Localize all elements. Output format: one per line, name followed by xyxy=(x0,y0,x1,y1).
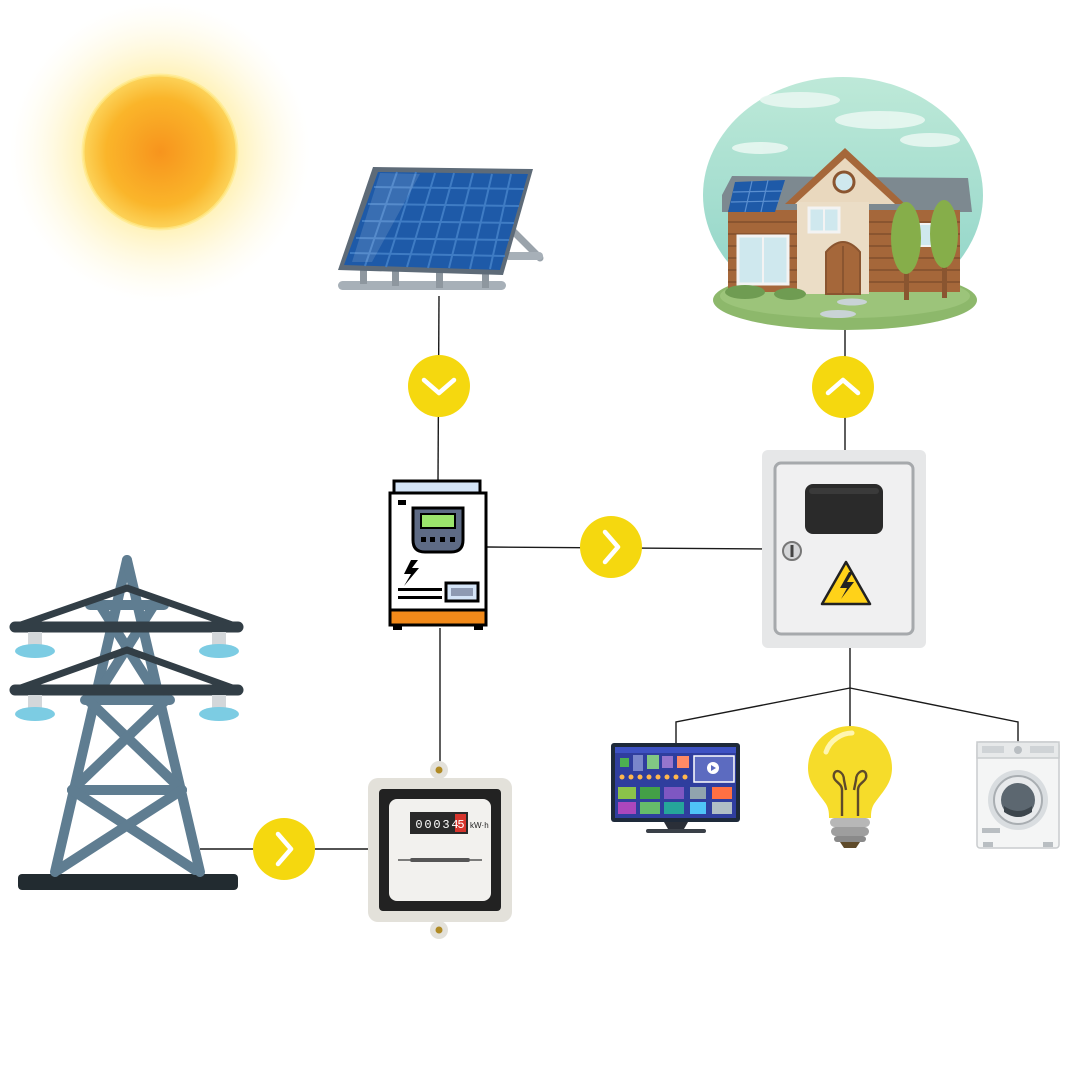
meter-digit-1: 0 xyxy=(424,818,431,832)
chevron-up-icon xyxy=(812,356,874,418)
inverter-icon xyxy=(388,479,488,630)
wire-to-tv xyxy=(675,687,851,744)
tv-icon xyxy=(611,743,740,833)
meter-digit-2: 0 xyxy=(433,818,440,832)
power-tower-icon xyxy=(9,555,244,890)
wire-to-washer xyxy=(849,687,1019,742)
meter-digit-0: 0 xyxy=(415,818,422,832)
chevron-right-icon xyxy=(580,516,642,578)
chevron-right-icon xyxy=(253,818,315,880)
meter-digit-4: 4 xyxy=(451,818,458,832)
meter-digit-5: 5 xyxy=(457,818,464,832)
washing-machine-icon xyxy=(976,741,1060,849)
chevron-down-icon xyxy=(408,355,470,417)
light-bulb-icon xyxy=(808,726,892,848)
meter-digit-display: 0 0 0 3 4 5 xyxy=(415,814,466,832)
meter-digit-3: 3 xyxy=(442,818,449,832)
electric-meter-icon: 0 0 0 3 4 5 kW·h xyxy=(368,761,512,939)
distribution-box-icon xyxy=(762,450,926,648)
solar-panel-icon xyxy=(338,167,544,290)
insulator-group xyxy=(15,632,239,721)
meter-unit-label: kW·h xyxy=(470,821,489,830)
house-icon xyxy=(703,77,983,330)
sun-icon xyxy=(10,2,310,302)
